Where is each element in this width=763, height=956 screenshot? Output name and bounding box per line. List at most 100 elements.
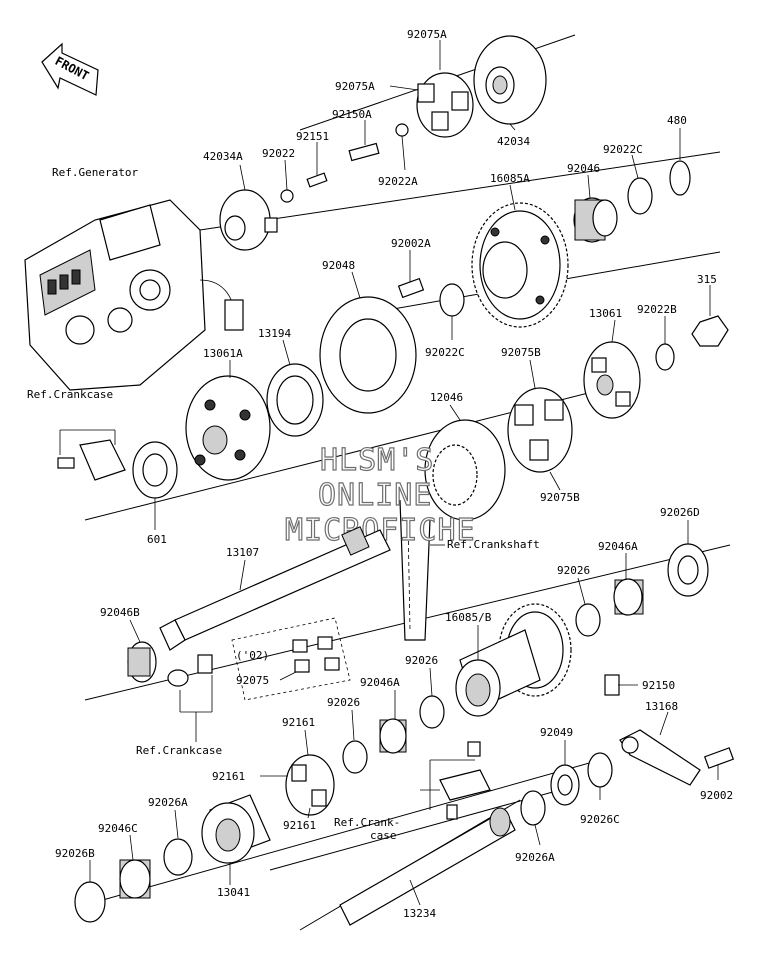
label-92048: 92048 [322,259,355,272]
label-92026A-low: 92026A [515,851,555,864]
label-92026A-left: 92026A [148,796,188,809]
crank-case-plate [439,741,491,820]
label-92026-right: 92026 [557,564,590,577]
part-92046A-right [613,578,644,616]
generator [24,199,244,391]
label-92161-left: 92161 [212,770,245,783]
part-92026D [667,543,709,597]
part-92046B [127,641,157,683]
label-92046: 92046 [567,162,600,175]
part-92026A-left [163,838,193,876]
label-92161-low: 92161 [283,819,316,832]
label-13168: 13168 [645,700,678,713]
front-arrow-icon: FRONT [41,42,99,96]
label-ref-crankshaft: Ref.Crankshaft [447,538,540,551]
part-92150A [348,142,380,162]
label-ref-generator: Ref.Generator [52,166,138,179]
label-42034A: 42034A [203,150,243,163]
crankcase-bracket [57,439,126,481]
label-92026D: 92026D [660,506,700,519]
part-480 [669,160,691,196]
part-92002 [703,747,735,769]
part-92046C [119,859,151,899]
label-92026-mid: 92026 [405,654,438,667]
label-year-02: ('02) [236,649,269,662]
label-92075A-left: 92075A [335,80,375,93]
part-16085B [455,603,572,717]
part-13061A [185,375,271,481]
label-13041: 13041 [217,886,250,899]
part-92075B [507,387,573,473]
label-92046B: 92046B [100,606,140,619]
label-13061: 13061 [589,307,622,320]
part-92048 [319,296,417,414]
label-92075A-top: 92075A [407,28,447,41]
part-crankcase-dowels [167,654,213,687]
part-92022C-top [627,177,653,215]
part-labels: 92075A 92075A 42034 92150A 92151 92022 4… [27,28,733,920]
part-92026A-low [520,790,546,826]
part-315 [691,315,729,347]
label-601: 601 [147,533,167,546]
label-92075: 92075 [236,674,269,687]
label-92022B: 92022B [637,303,677,316]
part-13107 [159,526,391,651]
part-92026-right [575,603,601,637]
label-ref-crankcase-mid: Ref.Crankcase [136,744,222,757]
label-92002A: 92002A [391,237,431,250]
part-13194 [266,363,324,437]
part-42034A [219,189,278,251]
label-480: 480 [667,114,687,127]
label-92022C-mid: 92022C [425,346,465,359]
part-92049 [550,764,580,806]
label-92046C: 92046C [98,822,138,835]
label-92002: 92002 [700,789,733,802]
label-13107: 13107 [226,546,259,559]
label-13234: 13234 [403,907,436,920]
part-13061 [583,341,641,419]
label-92026B: 92026B [55,847,95,860]
part-42034 [473,35,547,125]
label-92161-top: 92161 [282,716,315,729]
label-13061A: 13061A [203,347,243,360]
part-16085A [471,202,569,328]
year-02-box [231,617,351,701]
label-16085B: 16085/B [445,611,492,624]
part-92022A [395,123,409,137]
part-92026-low [342,740,368,774]
label-92022A: 92022A [378,175,418,188]
label-92046A-right: 92046A [598,540,638,553]
label-92022C-top: 92022C [603,143,643,156]
label-92026-low: 92026 [327,696,360,709]
label-92075B-bottom: 92075B [540,491,580,504]
leader-lines [59,40,719,906]
label-92022: 92022 [262,147,295,160]
label-92026C-low: 92026C [580,813,620,826]
label-92046A-mid: 92046A [360,676,400,689]
label-92049: 92049 [540,726,573,739]
label-16085A: 16085A [490,172,530,185]
part-92075A [416,72,474,138]
part-92026B [74,881,106,923]
label-92151: 92151 [296,130,329,143]
part-92022B [655,343,675,371]
part-92022C-mid [439,283,465,317]
label-ref-crankcase-top: Ref.Crankcase [27,388,113,401]
label-ref-crank-case-1: Ref.Crank- [334,816,400,829]
label-12046: 12046 [430,391,463,404]
label-92150: 92150 [642,679,675,692]
part-601 [132,441,178,499]
part-92002A [397,277,425,299]
part-92046 [573,197,618,243]
part-13041 [201,794,271,864]
cam-chain [399,499,431,641]
part-92026-mid [419,695,445,729]
watermark-line1: HLSM'S [320,443,434,478]
part-13168 [619,729,701,786]
label-315: 315 [697,273,717,286]
part-92026C-low [587,752,613,788]
part-92046A-mid [379,718,407,754]
part-12046 [424,419,506,521]
